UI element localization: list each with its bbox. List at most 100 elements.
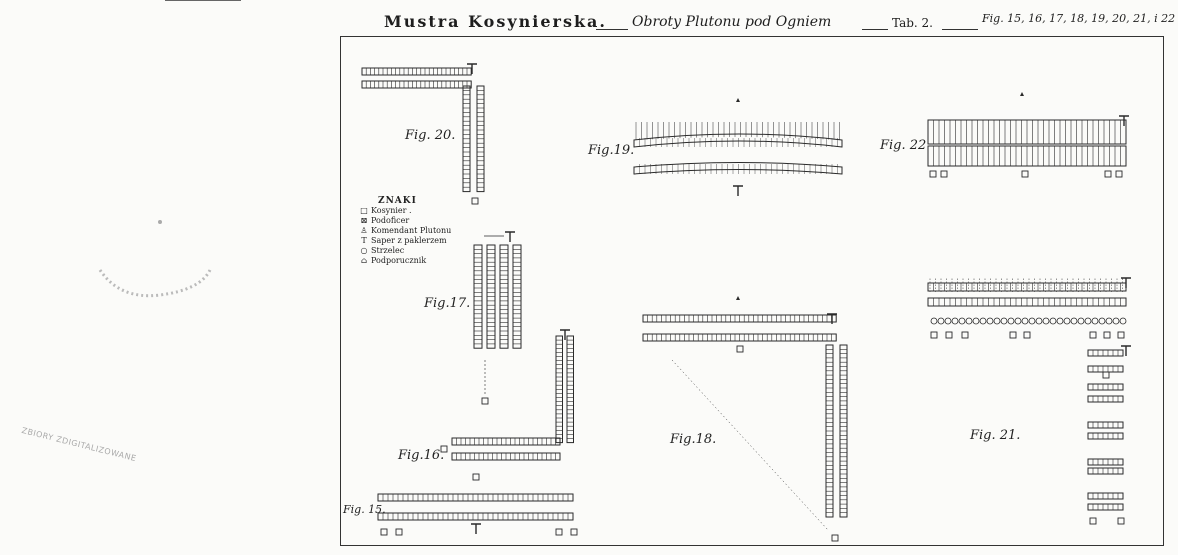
fig22-officer-icon [1021, 170, 1029, 178]
fig21-officer-icon [1023, 331, 1031, 339]
legend-label: Podporucznik [371, 256, 427, 265]
fig18-diagonal-path [671, 359, 829, 531]
legend-label: Podoficer [371, 216, 410, 225]
fig19-direction-arrow [736, 98, 740, 102]
fig21-rifleman-icon [1091, 317, 1099, 325]
fig15-officer-icon [395, 528, 403, 536]
top-rule-mark [165, 0, 241, 1]
legend-label: Strzelec [371, 246, 405, 255]
fig21-rifleman-icon [937, 317, 945, 325]
fig18-direction-arrow [736, 296, 740, 300]
legend-symbol-icon: ○ [360, 246, 368, 255]
legend-item: □Kosynier . [360, 206, 480, 216]
legend-label: Saper z paklerzem [371, 236, 447, 245]
fig-17-label: Fig.17. [424, 296, 471, 311]
legend-label: Kosynier . [371, 206, 412, 215]
fig21-rifleman-icon [1077, 317, 1085, 325]
header-dash [596, 29, 628, 30]
legend-label: Komendant Plutonu [371, 226, 452, 235]
fig21-block [1087, 395, 1124, 403]
fig22-direction-arrow [1020, 92, 1024, 96]
fig22-sapper-icon [1119, 115, 1129, 126]
fig21-rifleman-icon [951, 317, 959, 325]
fig15-officer-icon [570, 528, 578, 536]
fig21-rifleman-icon [1084, 317, 1092, 325]
fig-20-label: Fig. 20. [405, 128, 456, 143]
plate-subtitle: Obroty Plutonu pod Ogniem [632, 14, 832, 30]
fig21-block [1087, 467, 1124, 475]
legend-item: ⊠Podoficer [360, 216, 480, 226]
fig18-commander-icon [736, 345, 744, 353]
fig15-row-top [377, 493, 574, 502]
legend-symbol-icon: ⊠ [360, 216, 368, 225]
fig21-officer-icon [1089, 331, 1097, 339]
plate-header: Mustra Kosynierska. Obroty Plutonu pod O… [384, 8, 1175, 34]
fig21-rifleman-icon [944, 317, 952, 325]
header-dash [942, 29, 978, 30]
fig21-block [1087, 432, 1124, 440]
fig21-rifleman-icon [1021, 317, 1029, 325]
fig21-rifleman-icon [1112, 317, 1120, 325]
fig-15-label: Fig. 15. [343, 503, 386, 516]
fig16-sapper-icon [560, 329, 570, 340]
fig22-officer-icon [1104, 170, 1112, 178]
fig21-block-officer-icon [1102, 371, 1110, 379]
fig-19-label: Fig.19. [588, 143, 635, 158]
fig21-rifleman-icon [979, 317, 987, 325]
fig-21-label: Fig. 21. [970, 428, 1021, 443]
fig21-rifleman-icon [1042, 317, 1050, 325]
fig22-officer-icon [940, 170, 948, 178]
fig21-rifleman-icon [1007, 317, 1015, 325]
fig21-officer-icon [930, 331, 938, 339]
fig20-commander-icon [471, 197, 479, 205]
fig18-bottom-officer-icon [831, 534, 839, 542]
fig21-rifleman-icon [1105, 317, 1113, 325]
fig21-rifleman-icon [972, 317, 980, 325]
fig21-rifleman-icon [1098, 317, 1106, 325]
fig21-block [1087, 458, 1124, 466]
fig18-sapper-icon [827, 313, 837, 324]
fig-22-label: Fig. 22 [880, 138, 927, 153]
fig21-rifleman-icon [1063, 317, 1071, 325]
fig21-block [1087, 503, 1124, 511]
plate-figure-list: Fig. 15, 16, 17, 18, 19, 20, 21, i 22 [982, 12, 1176, 25]
plate-frame [340, 36, 1164, 546]
fig21-rear-officer-icon [1089, 517, 1097, 525]
fig21-block [1087, 349, 1124, 357]
fig17-sapper-icon [505, 231, 515, 242]
fig19-row-top [633, 133, 843, 148]
fig15-row-bottom [377, 512, 574, 521]
header-dash [862, 29, 888, 30]
fig22-officer-icon [1115, 170, 1123, 178]
legend-title: ZNAKI [378, 196, 417, 206]
fig21-officer-icon [1009, 331, 1017, 339]
fig21-officer-icon [1103, 331, 1111, 339]
fig21-sapper-icon [1121, 277, 1131, 288]
legend-symbol-icon: ♙ [360, 226, 368, 235]
fig21-rifleman-icon [986, 317, 994, 325]
fig21-rifleman-icon [930, 317, 938, 325]
fig21-block [1087, 492, 1124, 500]
fig21-block [1087, 383, 1124, 391]
legend-symbol-icon: T [361, 236, 367, 245]
fig16-commander-icon [472, 473, 480, 481]
legend-symbol-icon: ⌂ [360, 256, 368, 265]
fig21-officer-icon [961, 331, 969, 339]
fig21-rifleman-icon [1014, 317, 1022, 325]
fig21-block [1087, 421, 1124, 429]
legend-item: ○Strzelec [360, 246, 480, 256]
fig21-block-sapper-icon [1121, 345, 1131, 356]
fig21-rifleman-icon [1000, 317, 1008, 325]
fig15-officer-icon [555, 528, 563, 536]
faded-stamp-mark [98, 220, 212, 298]
legend-item: T Saper z paklerzem [360, 236, 480, 246]
fig21-rifleman-icon [993, 317, 1001, 325]
fig21-rifleman-icon [1070, 317, 1078, 325]
fig-16-label: Fig.16. [398, 448, 445, 463]
plate-number: Tab. 2. [892, 16, 933, 30]
fig15-sapper-icon [471, 523, 481, 534]
fig21-rear-officer-icon [1117, 517, 1125, 525]
legend-symbol-icon: □ [360, 206, 368, 215]
